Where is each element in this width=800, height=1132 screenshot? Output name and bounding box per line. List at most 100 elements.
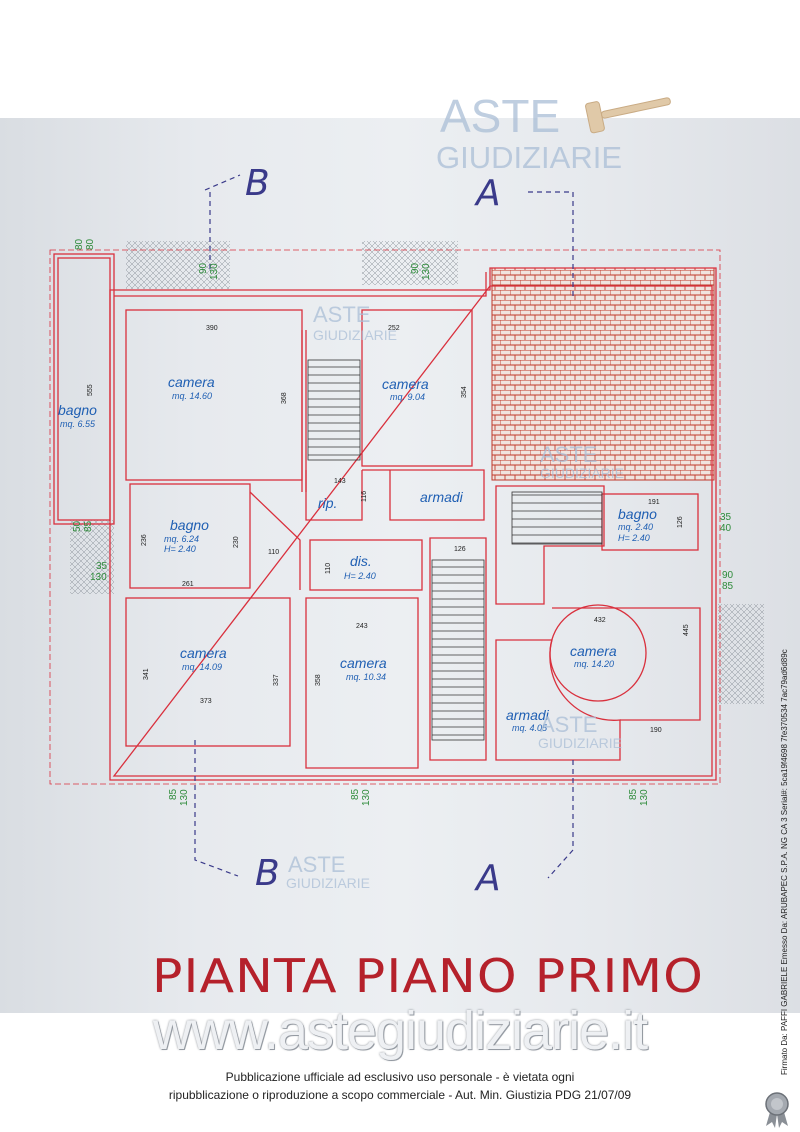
window-dim: 85	[83, 520, 94, 532]
room-name: camera	[168, 374, 215, 390]
watermark-aste-mid: ASTE	[313, 302, 370, 327]
dimension: 230	[233, 536, 240, 548]
watermark-giudiziarie-top: GIUDIZIARIE	[436, 140, 622, 175]
room-labels: camera mq. 14.60 camera mq. 9.04 bagno m…	[58, 374, 657, 733]
dimension: 390	[206, 325, 218, 332]
staircase	[307, 359, 361, 461]
room-name: camera	[570, 643, 617, 659]
window-dim: 130	[209, 263, 220, 280]
room-height: H= 2.40	[618, 533, 650, 543]
terrace-hatch	[126, 241, 230, 289]
dimension: 243	[356, 623, 368, 630]
section-label-b-bottom: B	[255, 853, 280, 894]
notice-line: ripubblicazione o riproduzione a scopo c…	[168, 1088, 632, 1102]
staircase	[511, 491, 603, 545]
dimension: 252	[388, 325, 400, 332]
dimension: 126	[677, 516, 684, 528]
section-label-a-top: A	[474, 173, 501, 214]
dimension: 261	[182, 581, 194, 588]
room-height: H= 2.40	[344, 571, 376, 581]
walls	[49, 249, 721, 785]
digital-signature: Firmato Da: PAFFI GABRIELE Emesso Da: AR…	[780, 649, 789, 1075]
window-dim: 130	[179, 789, 190, 806]
plan-title: PIANTA PIANO PRIMO	[152, 949, 704, 1003]
room-area: mq. 14.20	[574, 659, 614, 669]
window-dim: 130	[361, 789, 372, 806]
dimension: 368	[281, 392, 288, 404]
window-dim: 85	[350, 788, 361, 800]
dimension: 337	[273, 674, 280, 686]
award-seal-icon	[765, 1092, 789, 1128]
room-name: armadi	[420, 489, 464, 505]
room-name: bagno	[618, 506, 657, 522]
watermark-aste-mid: ASTE	[540, 442, 597, 467]
room-area: mq. 14.09	[182, 662, 222, 672]
dimension-labels: 390 252 555 368 354 143 116 236 230 110 …	[87, 325, 690, 734]
window-dim: 130	[90, 572, 107, 583]
dimension: 126	[454, 546, 466, 553]
room-area: mq. 10.34	[346, 672, 386, 682]
section-label-a-bottom: A	[474, 858, 501, 899]
window-dim: 90	[410, 262, 421, 274]
room-name: camera	[382, 376, 429, 392]
window-dim: 90	[722, 570, 734, 581]
dimension: 143	[334, 478, 346, 485]
room-area: mq. 6.55	[60, 419, 96, 429]
dimension: 191	[648, 499, 660, 506]
window-dim: 130	[639, 789, 650, 806]
watermark-aste-mid: ASTE	[540, 712, 597, 737]
dimension: 190	[650, 727, 662, 734]
window-dim: 85	[168, 788, 179, 800]
dimension: 236	[141, 534, 148, 546]
room-name: camera	[340, 655, 387, 671]
section-lines	[194, 174, 574, 879]
website-watermark: www.astegiudiziarie.it	[152, 1001, 648, 1061]
room-name: dis.	[350, 553, 372, 569]
dimension: 110	[325, 563, 332, 574]
dimension: 110	[268, 549, 279, 556]
watermark-giudiziarie-mid: GIUDIZIARIE	[313, 327, 397, 343]
room-area: mq. 9.04	[390, 392, 425, 402]
window-dim: 40	[720, 523, 732, 534]
room-name: armadi	[506, 707, 550, 723]
room-name: rip.	[318, 495, 337, 511]
dimension: 432	[594, 617, 606, 624]
room-area: mq. 4.05	[512, 723, 548, 733]
room-area: mq. 6.24	[164, 534, 199, 544]
dimension: 555	[87, 384, 94, 396]
room-area: mq. 14.60	[172, 391, 212, 401]
terrace-hatch	[362, 241, 458, 285]
dimension: 354	[461, 386, 468, 398]
watermark-giudiziarie-mid: GIUDIZIARIE	[538, 735, 622, 751]
watermark-giudiziarie-mid: GIUDIZIARIE	[286, 875, 370, 891]
room-height: H= 2.40	[164, 544, 196, 554]
watermark-giudiziarie-mid: GIUDIZIARIE	[540, 465, 624, 481]
watermark-aste-mid: ASTE	[288, 852, 345, 877]
dimension: 358	[315, 674, 322, 686]
publication-notice: Pubblicazione ufficiale ad esclusivo uso…	[150, 1068, 650, 1104]
terrace-hatch	[70, 520, 114, 594]
terrace-hatch	[718, 604, 764, 704]
section-label-b-top: B	[245, 163, 270, 204]
window-dimensions: 80 80 90 130 90 130 50 85 35 130 35 40 9…	[72, 238, 734, 806]
window-dim: 80	[85, 238, 96, 250]
room-name: bagno	[170, 517, 209, 533]
window-dim: 130	[421, 263, 432, 280]
staircase	[431, 559, 485, 741]
roof-tiles	[491, 267, 715, 481]
dimension: 373	[200, 698, 212, 705]
window-dim: 35	[720, 512, 732, 523]
notice-line: Pubblicazione ufficiale ad esclusivo uso…	[225, 1070, 575, 1084]
room-area: mq. 2.40	[618, 522, 653, 532]
window-dim: 35	[96, 561, 108, 572]
window-dim: 90	[198, 262, 209, 274]
dimension: 116	[361, 491, 368, 502]
dimension: 445	[683, 624, 690, 636]
dimension: 341	[143, 668, 150, 680]
window-dim: 50	[72, 520, 83, 532]
gavel-icon	[585, 97, 671, 134]
room-name: bagno	[58, 402, 97, 418]
window-dim: 85	[628, 788, 639, 800]
room-name: camera	[180, 645, 227, 661]
